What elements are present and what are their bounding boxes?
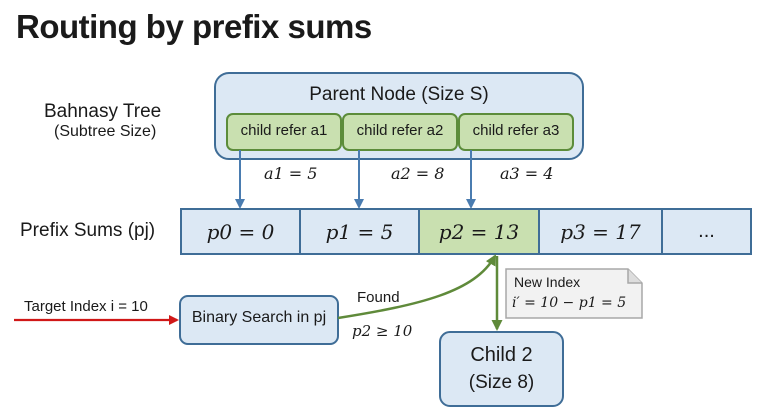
child-ref-label-3: child refer a3 — [472, 122, 560, 139]
tree-sub-label: (Subtree Size) — [54, 123, 157, 140]
prefix-cell-2: p2 = 13 — [438, 220, 520, 244]
weight-label-2: a2 = 8 — [391, 164, 445, 183]
tree-label: Bahnasy Tree — [44, 101, 162, 122]
note-fold — [627, 269, 642, 284]
parent-node-label: Parent Node (Size S) — [309, 84, 489, 105]
child-2-size: (Size 8) — [468, 372, 535, 393]
prefix-cell-0: p0 = 0 — [206, 220, 275, 244]
prefix-cell-box-4 — [661, 208, 752, 255]
found-condition: p2 ≥ 10 — [352, 322, 413, 340]
child-ref-box-1 — [226, 113, 342, 151]
found-arrow — [337, 254, 497, 320]
prefix-cell-4: ... — [698, 220, 715, 242]
binary-search-box — [179, 295, 339, 345]
found-label: Found — [357, 289, 400, 306]
prefix-cell-box-0 — [180, 208, 301, 255]
note-formula: i′ = 10 − p1 = 5 — [512, 295, 627, 311]
weight-label-1: a1 = 5 — [264, 164, 318, 183]
weight-label-3: a3 = 4 — [500, 164, 554, 183]
prefix-cell-box-2 — [418, 208, 540, 255]
child-ref-box-2 — [342, 113, 458, 151]
page-title: Routing by prefix sums — [16, 8, 372, 45]
prefix-cell-1: p1 = 5 — [325, 220, 394, 244]
child-ref-label-1: child refer a1 — [240, 122, 328, 139]
target-index-label: Target Index i = 10 — [24, 298, 148, 315]
note-title: New Index — [514, 274, 581, 290]
child-ref-box-3 — [458, 113, 574, 151]
prefix-sums-label: Prefix Sums (pj) — [20, 220, 156, 241]
child-2-title: Child 2 — [470, 344, 533, 366]
child-2-box — [439, 331, 564, 407]
note-box — [505, 268, 643, 319]
prefix-cell-box-3 — [538, 208, 663, 255]
child-ref-label-2: child refer a2 — [356, 122, 444, 139]
prefix-cell-3: p3 = 17 — [560, 220, 641, 244]
binary-search-label: Binary Search in pj — [191, 309, 327, 326]
